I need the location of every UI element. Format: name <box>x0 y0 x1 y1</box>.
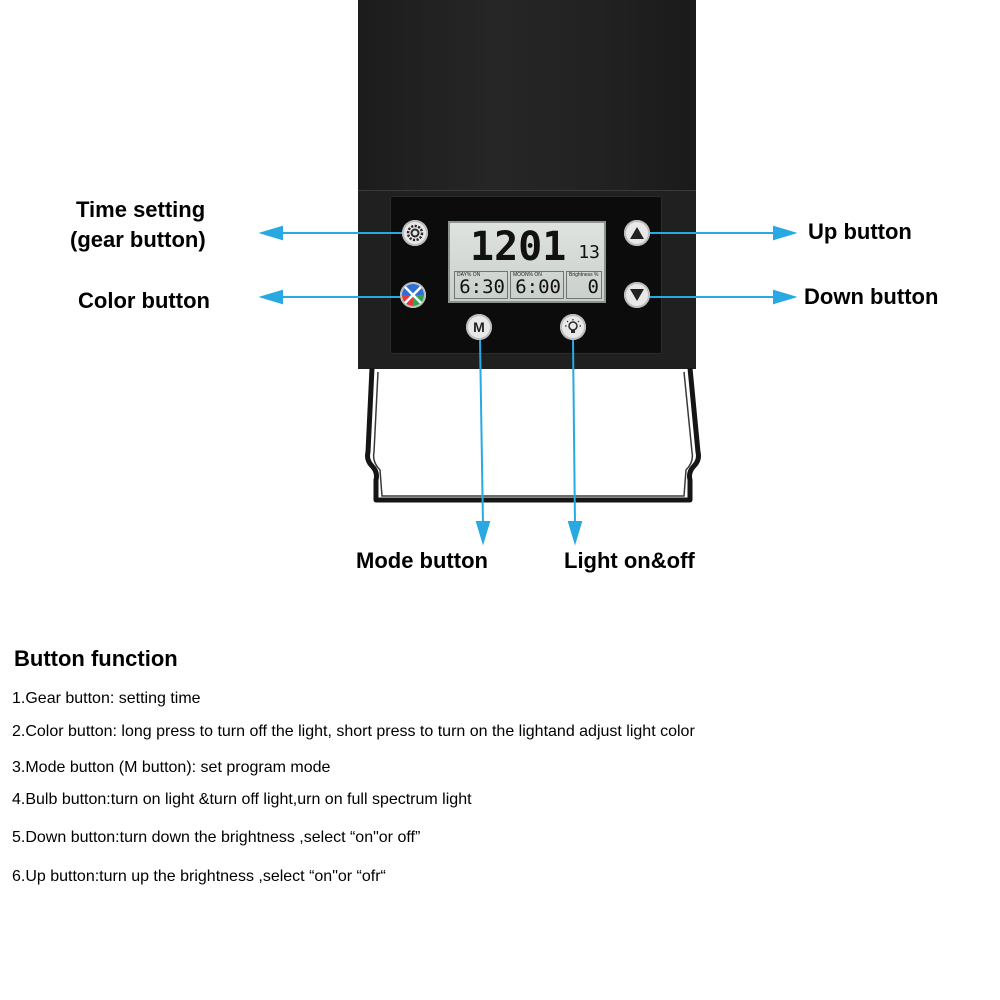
day-on-cell: DAY% ON 6:30 <box>454 271 508 299</box>
brightness-value: 0 <box>587 276 599 298</box>
clock-time: 1201 <box>470 224 567 270</box>
up-arrowhead <box>773 225 798 241</box>
triangle-up-icon <box>630 227 644 239</box>
gear-button[interactable] <box>402 220 428 246</box>
gear-button-label: (gear button) <box>70 227 206 252</box>
clock-seconds: 13 <box>578 242 600 263</box>
color-wheel-icon <box>402 284 424 306</box>
moon-on-cell: MOON% ON 6:00 <box>510 271 564 299</box>
color-button-label: Color button <box>78 288 210 313</box>
light-arrow-line <box>572 339 576 527</box>
light-button-callout: Light on&off <box>564 548 695 573</box>
mode-arrowhead <box>475 521 491 546</box>
day-on-caption: DAY% ON <box>457 272 481 278</box>
mode-button-label: M <box>473 319 485 335</box>
gear-icon <box>406 224 424 242</box>
down-button[interactable] <box>624 282 650 308</box>
function-item: 5.Down button:turn down the brightness ,… <box>12 829 421 846</box>
up-button-label: Up button <box>808 219 912 244</box>
moon-on-time: 6:00 <box>515 276 561 298</box>
button-function-heading: Button function <box>14 646 178 671</box>
function-item: 2.Color button: long press to turn off t… <box>12 723 695 740</box>
bulb-icon <box>565 319 581 333</box>
function-item: 6.Up button:turn up the brightness ,sele… <box>12 868 386 885</box>
light-button[interactable] <box>560 314 586 340</box>
down-button-label: Down button <box>804 284 939 309</box>
brightness-cell: Brightness % 0 <box>566 271 602 299</box>
light-arrowhead <box>567 521 583 546</box>
time-setting-label: Time setting <box>76 197 206 222</box>
function-item: 1.Gear button: setting time <box>12 690 201 707</box>
mode-button[interactable]: M <box>466 314 492 340</box>
brightness-caption: Brightness % <box>569 272 599 278</box>
color-arrowhead <box>258 289 283 305</box>
gear-arrowhead <box>258 225 283 241</box>
color-button[interactable] <box>400 282 426 308</box>
function-item: 3.Mode button (M button): set program mo… <box>12 759 331 776</box>
triangle-down-icon <box>630 289 644 301</box>
moon-on-caption: MOON% ON <box>513 272 542 278</box>
function-item: 4.Bulb button:turn on light &turn off li… <box>12 791 472 808</box>
day-on-time: 6:30 <box>459 276 505 298</box>
lcd-display: 1201 13 DAY% ON 6:30 MOON% ON 6:00 Brigh… <box>448 221 606 303</box>
mode-button-callout: Mode button <box>356 548 488 573</box>
up-button[interactable] <box>624 220 650 246</box>
mode-arrow-line <box>479 339 484 527</box>
down-arrowhead <box>773 289 798 305</box>
